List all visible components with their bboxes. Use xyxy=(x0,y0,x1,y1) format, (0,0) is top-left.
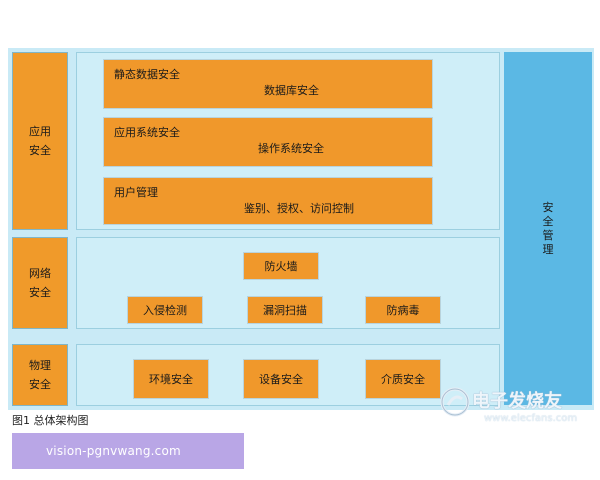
intrusion-detection-box: 入侵检测 xyxy=(127,296,203,324)
network-security-panel: 防火墙 入侵检测 漏洞扫描 防病毒 xyxy=(76,237,500,329)
static-data-security-title: 静态数据安全 xyxy=(114,68,180,81)
site-watermark: vision-pgnvwang.com xyxy=(12,433,244,469)
physical-security-label-bar: 物理 安全 xyxy=(12,344,68,406)
application-system-security-title: 应用系统安全 xyxy=(114,126,180,139)
logo-url: www.elecfans.com xyxy=(484,413,578,424)
user-management-title: 用户管理 xyxy=(114,186,158,199)
network-security-label: 网络 安全 xyxy=(29,267,51,299)
network-security-label-bar: 网络 安全 xyxy=(12,237,68,329)
user-management-box: 用户管理 鉴别、授权、访问控制 xyxy=(103,177,433,225)
application-system-security-box: 应用系统安全 操作系统安全 xyxy=(103,117,433,167)
application-security-panel: 静态数据安全 数据库安全 应用系统安全 操作系统安全 用户管理 鉴别、授权、访问… xyxy=(76,52,500,230)
os-security-label: 操作系统安全 xyxy=(258,142,324,155)
security-management-bar: 安全管理 xyxy=(504,52,592,405)
elecfans-logo: 电子发烧友 www.elecfans.com xyxy=(438,385,598,435)
device-security-box: 设备安全 xyxy=(243,359,319,399)
firewall-box: 防火墙 xyxy=(243,252,319,280)
security-management-label: 安全管理 xyxy=(542,200,554,256)
media-security-box: 介质安全 xyxy=(365,359,441,399)
application-security-label-bar: 应用 安全 xyxy=(12,52,68,230)
vulnerability-scan-box: 漏洞扫描 xyxy=(247,296,323,324)
antivirus-box: 防病毒 xyxy=(365,296,441,324)
figure-caption: 图1 总体架构图 xyxy=(12,414,89,427)
static-data-security-box: 静态数据安全 数据库安全 xyxy=(103,59,433,109)
auth-access-control-label: 鉴别、授权、访问控制 xyxy=(244,202,354,215)
physical-security-panel: 环境安全 设备安全 介质安全 xyxy=(76,344,500,406)
logo-text: 电子发烧友 xyxy=(472,391,562,412)
physical-security-label: 物理 安全 xyxy=(29,359,51,391)
logo-mark-icon xyxy=(440,387,470,417)
site-watermark-text: vision-pgnvwang.com xyxy=(46,444,181,458)
application-security-label: 应用 安全 xyxy=(29,125,51,157)
database-security-label: 数据库安全 xyxy=(264,84,319,97)
environment-security-box: 环境安全 xyxy=(133,359,209,399)
